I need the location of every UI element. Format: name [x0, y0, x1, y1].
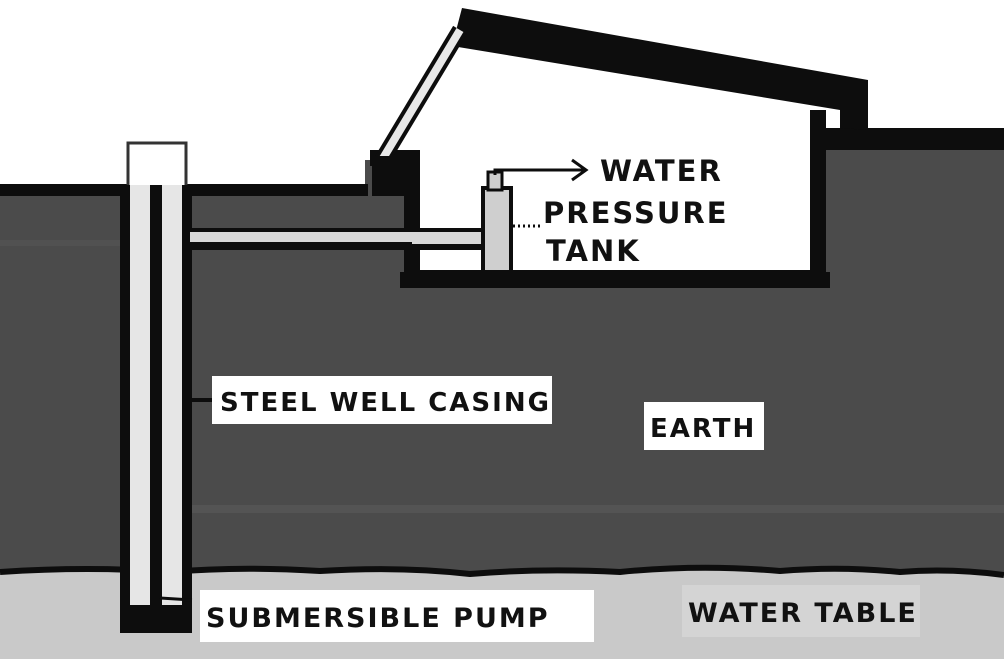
casing-label-bg	[212, 376, 552, 424]
well-drop-pipe	[150, 185, 162, 605]
well-casing-left-wall	[120, 185, 130, 633]
water-table-label: WATER TABLE	[688, 598, 918, 629]
supply-pipe-in-house	[412, 234, 486, 244]
casing-label: STEEL WELL CASING	[220, 388, 551, 418]
pump-leader	[159, 596, 193, 602]
pressure-label: PRESSURE	[543, 196, 729, 230]
supply-pipe	[190, 232, 484, 242]
earth-band	[190, 505, 1004, 513]
roof-strut	[378, 27, 464, 163]
pump-label-bg	[200, 590, 594, 642]
water-table-label-bg	[682, 585, 920, 637]
water-label: WATER	[600, 154, 723, 188]
water-outlet-pipe	[493, 168, 585, 175]
earth-band	[0, 240, 120, 246]
well-casing-right-wall	[182, 185, 192, 633]
pressure-tank	[485, 190, 509, 270]
water-arrow-head	[571, 158, 589, 182]
ground-surface-right	[818, 128, 1004, 150]
earth-label-bg	[644, 402, 764, 450]
earth-label: EARTH	[650, 414, 756, 444]
pump-label: SUBMERSIBLE PUMP	[206, 603, 550, 634]
well-casing-top	[126, 141, 188, 189]
tank-label: TANK	[546, 234, 641, 268]
pump-house-floor	[400, 272, 830, 288]
pump-house-wall-cap	[372, 156, 414, 196]
roof	[452, 8, 868, 130]
